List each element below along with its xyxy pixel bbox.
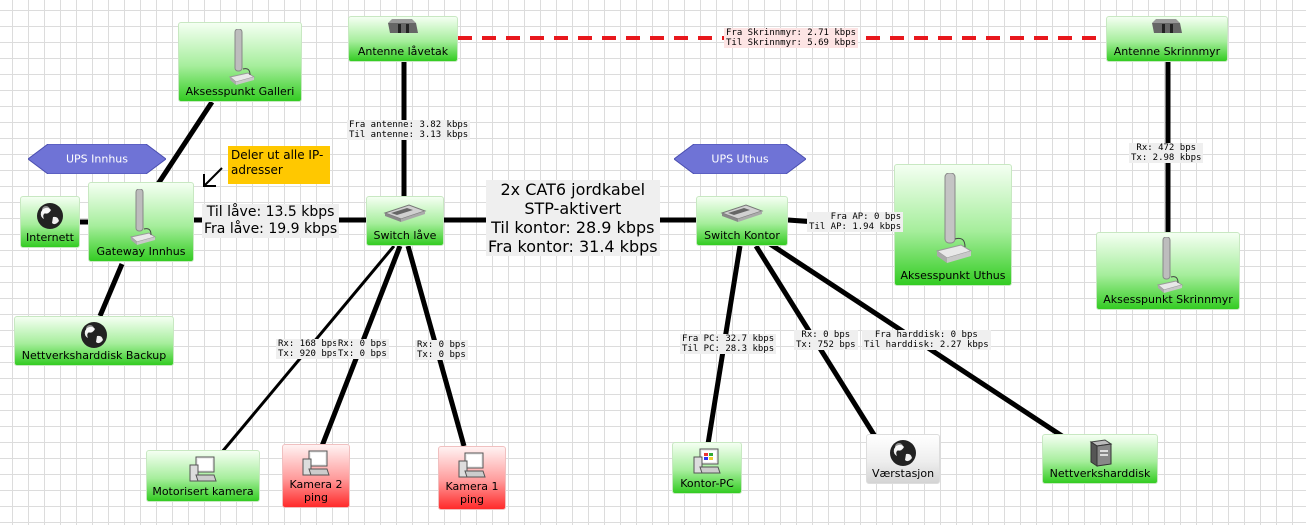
ups-innhus-group[interactable]: UPS Innhus — [27, 143, 167, 175]
access-point-icon — [931, 172, 975, 269]
server-icon — [1085, 438, 1115, 472]
node-switch-kontor[interactable]: Switch Kontor — [696, 196, 788, 246]
link-label-kontor-ap: Fra AP: 0 bps Til AP: 1.94 kbps — [807, 212, 904, 232]
link-label-gateway-switch: Til låve: 13.5 kbps Fra låve: 19.9 kbps — [202, 204, 340, 238]
node-antenne-skrinnmyr[interactable]: Antenne Skrinnmyr — [1106, 16, 1228, 62]
link-label-antenne-switch: Fra antenne: 3.82 kbps Til antenne: 3.13… — [347, 120, 471, 140]
link-galleri-gateway[interactable] — [155, 100, 215, 186]
link-gateway-backup[interactable] — [97, 263, 125, 317]
link-label-jordkabel: 2x CAT6 jordkabel STP-aktivert Til konto… — [486, 180, 660, 256]
link-label-kamera2: Rx: 0 bps Tx: 0 bps — [336, 339, 389, 359]
node-nettverksharddisk[interactable]: Nettverksharddisk — [1042, 434, 1158, 484]
node-internett[interactable]: Internett — [20, 196, 80, 248]
globe-icon — [35, 201, 65, 235]
link-label-kontor-pc: Fra PC: 32.7 kbps Til PC: 28.3 kbps — [680, 334, 777, 354]
node-antenne-lavetak[interactable]: Antenne låvetak — [348, 16, 458, 62]
ups-uthus-group[interactable]: UPS Uthus — [673, 143, 807, 175]
ups-innhus-label: UPS Innhus — [65, 152, 129, 166]
link-label-vaerstasjon: Rx: 0 bps Tx: 752 bps — [794, 330, 858, 350]
antenna-icon — [1150, 19, 1184, 41]
computer-icon — [457, 451, 487, 483]
globe-icon — [79, 320, 109, 354]
node-kamera1[interactable]: Kamera 1 ping — [438, 446, 506, 510]
node-kamera2[interactable]: Kamera 2 ping — [282, 444, 350, 508]
node-vaerstasjon[interactable]: Værstasjon — [866, 434, 940, 484]
ip-note-line1: Deler ut alle IP- — [231, 148, 324, 162]
access-point-icon — [224, 28, 256, 89]
link-label-skrinnmyr-ap: Rx: 472 bps Tx: 2.98 kbps — [1129, 143, 1204, 163]
node-aksesspunkt-uthus[interactable]: Aksesspunkt Uthus — [894, 164, 1012, 286]
node-kontor-pc[interactable]: Kontor-PC — [672, 442, 742, 494]
node-nettverksharddisk-backup[interactable]: Nettverksharddisk Backup — [14, 316, 174, 366]
link-label-radio: Fra Skrinnmyr: 2.71 kbps Til Skrinnmyr: … — [724, 28, 859, 48]
access-point-icon — [125, 188, 157, 249]
ip-note: Deler ut alle IP- adresser — [228, 146, 330, 184]
switch-icon — [720, 203, 764, 227]
node-motorisert-kamera[interactable]: Motorisert kamera — [146, 450, 260, 502]
windows-computer-icon — [692, 447, 722, 479]
computer-icon — [301, 449, 331, 481]
node-switch-lave[interactable]: Switch låve — [366, 196, 444, 246]
computer-icon — [188, 455, 218, 487]
ups-uthus-label: UPS Uthus — [711, 152, 769, 166]
node-aksesspunkt-skrinnmyr[interactable]: Aksesspunkt Skrinnmyr — [1096, 232, 1240, 310]
link-label-kamera1: Rx: 0 bps Tx: 0 bps — [415, 340, 468, 360]
node-gateway-innhus[interactable]: Gateway Innhus — [88, 182, 194, 262]
link-label-motorisert: Rx: 168 bps Tx: 920 bps — [276, 339, 340, 359]
node-aksesspunkt-galleri[interactable]: Aksesspunkt Galleri — [178, 22, 302, 102]
globe-icon — [888, 438, 918, 472]
switch-icon — [383, 203, 427, 227]
note-pointer-icon — [203, 167, 223, 187]
link-label-harddisk: Fra harddisk: 0 bps Til harddisk: 2.27 k… — [862, 330, 991, 350]
antenna-icon — [386, 19, 420, 41]
ip-note-line2: adresser — [231, 163, 283, 177]
access-point-icon — [1152, 236, 1184, 297]
